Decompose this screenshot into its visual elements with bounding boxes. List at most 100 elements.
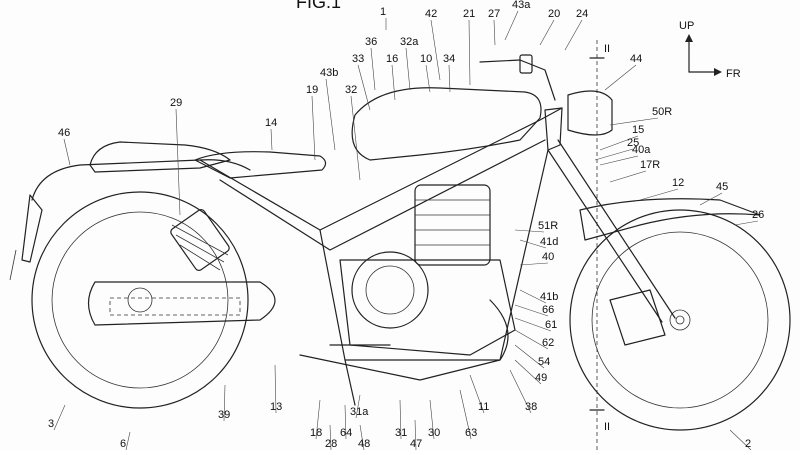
rear-hub (128, 288, 152, 312)
frame (200, 108, 562, 360)
leader-line-43a (505, 11, 518, 40)
leader-line-6 (126, 432, 130, 450)
ref-numeral-43a: 43a (512, 0, 531, 11)
ref-numeral-63: 63 (465, 427, 477, 439)
front-seat (195, 152, 326, 178)
leader-line-17R (610, 171, 646, 182)
ref-numeral-66: 66 (542, 304, 554, 316)
up-arrowhead-icon (685, 34, 693, 42)
ref-numeral-32a: 32a (400, 36, 419, 48)
ref-numeral-16: 16 (386, 53, 398, 65)
handlebar (480, 60, 555, 100)
clutch-cover (366, 266, 414, 314)
ref-numeral-46: 46 (58, 127, 70, 139)
frame-upper-rail (200, 108, 562, 230)
ref-numeral-1: 1 (380, 6, 386, 18)
head-pipe (545, 108, 562, 150)
leader-line-32a (406, 48, 410, 90)
ref-numeral-24: 24 (576, 8, 588, 20)
ref-numeral-41d: 41d (540, 236, 558, 248)
leader-line-36 (371, 48, 375, 90)
crankcase-cover (352, 252, 428, 328)
fork-bracket (610, 290, 665, 345)
ref-numeral-27: 27 (488, 8, 500, 20)
crankcase (340, 260, 515, 355)
leader-line-3 (54, 405, 65, 430)
ref-numeral-39: 39 (218, 409, 230, 421)
ref-numeral-26: 26 (752, 209, 764, 221)
ref-numeral-62: 62 (542, 337, 554, 349)
leader-line-43b (326, 79, 335, 150)
front-hub (670, 310, 690, 330)
ref-numeral-30: 30 (428, 427, 440, 439)
ref-numeral-20: 20 (548, 8, 560, 20)
front-fender (580, 199, 760, 240)
ref-numeral-18: 18 (310, 427, 322, 439)
ref-numeral-45: 45 (716, 181, 728, 193)
front-tire (570, 210, 790, 430)
fork-tube-rear (548, 150, 662, 322)
rear-rim (52, 212, 228, 388)
leader-line-44 (605, 65, 636, 90)
license-bracket (10, 250, 16, 280)
section-mark-top: II (604, 43, 610, 55)
ref-numeral-15: 15 (632, 124, 644, 136)
leader-line-14 (271, 129, 272, 150)
rear-fender (32, 160, 250, 200)
leader-line-33 (358, 65, 370, 110)
rear-shock (169, 208, 230, 272)
section-mark-bottom: II (604, 421, 610, 433)
reference-numerals: 12361011121314151617R1819202124252627282… (48, 0, 764, 450)
leader-line-26 (735, 221, 758, 225)
rear-wheel (32, 192, 248, 408)
ref-numeral-31: 31 (395, 427, 407, 439)
ref-numeral-17R: 17R (640, 159, 660, 171)
leader-line-24 (565, 20, 582, 50)
figure-title: FIG.1 (296, 0, 341, 12)
ref-numeral-10: 10 (420, 53, 432, 65)
leader-line-16 (392, 65, 395, 100)
ref-numeral-54: 54 (538, 356, 550, 368)
ref-numeral-29: 29 (170, 97, 182, 109)
leader-line-20 (540, 20, 554, 45)
ref-numeral-47: 47 (410, 438, 422, 450)
ref-numeral-6: 6 (120, 438, 126, 450)
ref-numeral-42: 42 (425, 8, 437, 20)
ref-numeral-51R: 51R (538, 220, 558, 232)
ref-numeral-49: 49 (535, 372, 547, 384)
front-wheel (570, 210, 790, 430)
fuel-tank (352, 88, 541, 160)
ref-numeral-13: 13 (270, 401, 282, 413)
leader-line-42 (431, 20, 440, 80)
ref-numeral-32: 32 (345, 84, 357, 96)
ref-numeral-38: 38 (525, 401, 537, 413)
ref-numeral-36: 36 (365, 36, 377, 48)
ref-numeral-61: 61 (545, 319, 557, 331)
rear-tire (32, 192, 248, 408)
forward-label: FR (726, 68, 741, 80)
ref-numeral-3: 3 (48, 418, 54, 430)
ref-numeral-48: 48 (358, 438, 370, 450)
ref-numeral-33: 33 (352, 53, 364, 65)
front-rim (592, 232, 768, 408)
ref-numeral-40: 40 (542, 251, 554, 263)
front-axle (676, 316, 684, 324)
direction-indicator: UP FR (679, 20, 741, 80)
ref-numeral-19: 19 (306, 84, 318, 96)
ref-numeral-21: 21 (463, 8, 475, 20)
leader-line-19 (312, 96, 315, 160)
exhaust-pipe (300, 300, 508, 380)
engine (340, 185, 515, 355)
ref-numeral-31a: 31a (350, 406, 369, 418)
leader-line-40a (600, 156, 638, 165)
ref-numeral-44: 44 (630, 53, 642, 65)
frame-lower-rail (220, 140, 545, 250)
cylinder-block (415, 185, 490, 265)
forward-arrowhead-icon (714, 68, 722, 76)
up-label: UP (679, 20, 694, 32)
ref-numeral-2: 2 (745, 438, 751, 450)
leader-line-40 (520, 263, 548, 265)
leader-line-27 (494, 20, 495, 45)
